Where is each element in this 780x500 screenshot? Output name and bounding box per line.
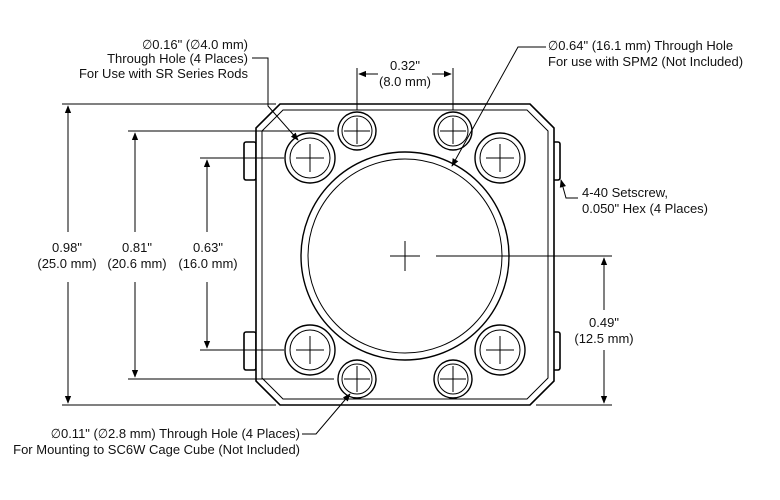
leader-center-bore (451, 46, 546, 167)
center-bore (300, 151, 510, 361)
dim-rod-hole-spacing (200, 157, 284, 351)
callout-setscrew-line-1: 4-40 Setscrew, (582, 185, 668, 200)
mount-hole-top-right (433, 111, 473, 151)
rod-hole-top-left (284, 132, 336, 184)
rod-hole-bottom-right (474, 324, 526, 376)
plate-inner-edge (261, 109, 549, 400)
leader-mount-hole (302, 393, 351, 435)
callout-mount-hole-line-1: ∅0.11" (∅2.8 mm) Through Hole (4 Places) (51, 426, 300, 441)
callout-overall-height-mm: (25.0 mm) (37, 256, 96, 271)
callout-mount-spacing-mm: (8.0 mm) (379, 74, 431, 89)
rod-hole-top-right (474, 132, 526, 184)
setscrew-tab-top-left (243, 141, 257, 181)
dim-rod-spacing (128, 130, 334, 380)
callout-center-bore: ∅0.64" (16.1 mm) Through Hole For use wi… (548, 38, 743, 69)
callout-overall-height: 0.98" (25.0 mm) (37, 240, 96, 271)
dim-center-height (436, 255, 612, 406)
callout-center-bore-line-2: For use with SPM2 (Not Included) (548, 54, 743, 69)
leader-rod-hole (252, 57, 299, 141)
callout-rod-hole-line-1: ∅0.16" (∅4.0 mm) (142, 37, 248, 52)
callout-rod-hole-line-2: Through Hole (4 Places) (107, 51, 248, 66)
dim-overall-height (62, 103, 276, 406)
callout-rod-hole-spacing-in: 0.63" (193, 240, 223, 255)
callout-rod-hole: ∅0.16" (∅4.0 mm) Through Hole (4 Places)… (79, 37, 249, 81)
mount-hole-bottom-right (433, 359, 473, 399)
callout-rod-spacing: 0.81" (20.6 mm) (107, 240, 166, 271)
callout-mount-hole: ∅0.11" (∅2.8 mm) Through Hole (4 Places)… (13, 426, 300, 457)
callout-setscrew-line-2: 0.050" Hex (4 Places) (582, 201, 708, 216)
callout-mount-hole-line-2: For Mounting to SC6W Cage Cube (Not Incl… (13, 442, 300, 457)
callout-rod-hole-spacing: 0.63" (16.0 mm) (178, 240, 237, 271)
mount-hole-top-left (337, 111, 377, 151)
callout-overall-height-in: 0.98" (52, 240, 82, 255)
leader-setscrew (559, 179, 578, 199)
callout-center-bore-line-1: ∅0.64" (16.1 mm) Through Hole (548, 38, 733, 53)
callout-rod-hole-spacing-mm: (16.0 mm) (178, 256, 237, 271)
callout-rod-hole-line-3: For Use with SR Series Rods (79, 66, 249, 81)
setscrew-tab-bottom-left (243, 331, 257, 371)
callout-setscrew: 4-40 Setscrew, 0.050" Hex (4 Places) (582, 185, 708, 216)
callout-rod-spacing-mm: (20.6 mm) (107, 256, 166, 271)
callout-center-height-in: 0.49" (589, 315, 619, 330)
rod-hole-bottom-left (284, 324, 336, 376)
dim-mount-hole-spacing (356, 68, 454, 110)
mount-hole-bottom-left (337, 359, 377, 399)
callout-rod-spacing-in: 0.81" (122, 240, 152, 255)
callout-mount-spacing-in: 0.32" (390, 58, 420, 73)
callout-center-height-mm: (12.5 mm) (574, 331, 633, 346)
callout-mount-spacing: 0.32" (8.0 mm) (379, 58, 431, 89)
callout-center-height: 0.49" (12.5 mm) (574, 315, 633, 346)
